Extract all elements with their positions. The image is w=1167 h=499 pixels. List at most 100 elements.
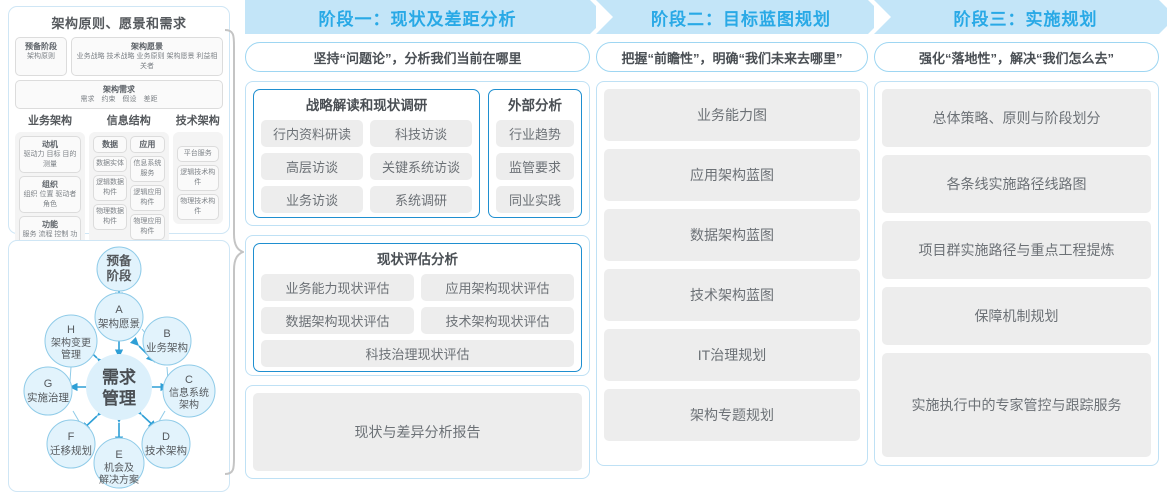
phase-3-subtitle-label: 强化“落地性”，解决“我们怎么去” — [918, 50, 1114, 66]
togaf-box-prelim-sub: 架构原则 — [27, 53, 55, 60]
togaf-column-information-head: 信息结构 — [106, 115, 151, 127]
togaf-cell-motivation-sub: 驱动力 目标 目的 测量 — [23, 151, 77, 168]
item-data-architecture-assessment[interactable]: 数据架构现状评估 — [261, 307, 414, 334]
item-assurance-mechanism-plan[interactable]: 保障机制规划 — [882, 287, 1151, 345]
togaf-domain-columns: 业务架构 动机 驱动力 目标 目的 测量 组织 组织 位置 驱动者 角色 功能 — [15, 114, 223, 257]
assessment-row-3: 科技治理现状评估 — [261, 340, 574, 367]
adm-node-b-key: B — [163, 328, 170, 340]
togaf-cell-application: 应用 — [130, 136, 165, 153]
phase-2-subtitle-label: 把握“前瞻性”，明确“我们未来去哪里” — [621, 50, 843, 66]
item-industry-trend[interactable]: 行业趋势 — [496, 120, 574, 147]
group-strategy-survey: 战略解读和现状调研 行内资料研读 科技访谈 高层访谈 关键系统访谈 业务访谈 系… — [253, 89, 480, 218]
adm-node-e-label-2: 解决方案 — [99, 473, 139, 486]
item-tech-interview[interactable]: 科技访谈 — [370, 120, 472, 147]
item-exec-interview[interactable]: 高层访谈 — [261, 153, 363, 180]
adm-node-c-label-2: 架构 — [179, 398, 199, 411]
adm-node-f-circle — [46, 419, 96, 469]
togaf-box-vision-head: 架构愿景 — [131, 42, 163, 51]
adm-node-c-label-1: 信息系统 — [169, 386, 209, 399]
togaf-column-technology-head: 技术架构 — [175, 115, 220, 127]
item-gap-analysis-report[interactable]: 现状与差异分析报告 — [253, 393, 582, 471]
item-business-capability-assessment[interactable]: 业务能力现状评估 — [261, 274, 414, 301]
adm-node-h-label-1: 架构变更 — [51, 336, 91, 349]
item-peer-practice[interactable]: 同业实践 — [496, 186, 574, 213]
adm-center-line2: 管理 — [102, 388, 136, 408]
togaf-cell-physical-tech: 物理技术构件 — [176, 194, 219, 220]
togaf-box-prelim-head: 预备阶段 — [25, 42, 57, 51]
item-technology-architecture-blueprint[interactable]: 技术架构蓝图 — [604, 269, 860, 321]
togaf-cell-physical-app: 物理应用构件 — [130, 214, 165, 240]
adm-node-d-key: D — [162, 431, 170, 443]
assessment-row-2: 数据架构现状评估 技术架构现状评估 — [261, 307, 574, 334]
phase-1-subtitle: 坚持“问题论”，分析我们当前在哪里 — [245, 42, 590, 72]
togaf-cell-platform-service: 平台服务 — [176, 146, 219, 162]
adm-node-a-circle — [94, 292, 144, 342]
item-line-implementation-roadmap[interactable]: 各条线实施路径线路图 — [882, 155, 1151, 213]
item-technology-architecture-assessment[interactable]: 技术架构现状评估 — [421, 307, 574, 334]
togaf-cell-logical-data: 逻辑数据构件 — [92, 175, 128, 201]
togaf-cell-platform-service-label: 平台服务 — [183, 150, 212, 157]
togaf-cell-application-label: 应用 — [139, 140, 156, 149]
brace-connector-icon — [224, 29, 244, 475]
adm-cycle-card: 预备 阶段 需求 管理 A 架构愿景 B 业务架构 C 信息系统 架构 — [8, 240, 230, 492]
togaf-column-information-body: 数据 数据实体 逻辑数据构件 物理数据构件 — [88, 132, 169, 244]
togaf-cell-logical-app-label: 逻辑应用构件 — [133, 189, 162, 206]
togaf-box-requirements-head: 架构需求 — [103, 85, 135, 94]
phase-1-column: 阶段一：现状及差距分析 坚持“问题论”，分析我们当前在哪里 战略解读和现状调研 … — [245, 0, 607, 479]
togaf-box-requirements-sub: 需求 约束 假设 差距 — [80, 96, 158, 103]
togaf-cell-data-entity: 数据实体 — [92, 156, 128, 172]
group-strategy-survey-row-3: 业务访谈 系统调研 — [261, 186, 472, 213]
togaf-title: 架构原则、愿景和需求 — [51, 16, 187, 31]
togaf-cell-physical-data: 物理数据构件 — [92, 204, 128, 230]
item-key-system-interview[interactable]: 关键系统访谈 — [370, 153, 472, 180]
adm-node-b-label: 业务架构 — [146, 341, 188, 354]
phase-3-items-panel: 总体策略、原则与阶段划分 各条线实施路径线路图 项目群实施路径与重点工程提炼 保… — [874, 81, 1159, 466]
togaf-column-business: 业务架构 动机 驱动力 目标 目的 测量 组织 组织 位置 驱动者 角色 功能 — [15, 114, 85, 257]
togaf-column-technology: 技术架构 平台服务 逻辑技术构件 物理技术构件 — [172, 114, 223, 257]
item-expert-control-tracking-service[interactable]: 实施执行中的专家管控与跟踪服务 — [882, 353, 1151, 457]
phase-2-header: 阶段二：目标蓝图规划 — [596, 0, 885, 34]
togaf-subcolumn-data: 数据 数据实体 逻辑数据构件 物理数据构件 — [92, 136, 128, 240]
togaf-box-prelim: 预备阶段 架构原则 — [15, 37, 67, 76]
item-regulatory-requirement[interactable]: 监管要求 — [496, 153, 574, 180]
adm-node-f-key: F — [68, 431, 75, 443]
item-it-governance-plan[interactable]: IT治理规划 — [604, 329, 860, 381]
phase-3-header-label: 阶段三：实施规划 — [953, 9, 1098, 29]
item-architecture-topic-plan[interactable]: 架构专题规划 — [604, 389, 860, 441]
togaf-column-information: 信息结构 数据 数据实体 逻辑数据构件 — [88, 114, 169, 257]
group-strategy-survey-row-1: 行内资料研读 科技访谈 — [261, 120, 472, 147]
item-application-architecture-blueprint[interactable]: 应用架构蓝图 — [604, 149, 860, 201]
adm-node-prelim-line1: 预备 — [106, 253, 132, 268]
adm-node-h-label-2: 管理 — [61, 348, 81, 361]
phase-1-subtitle-label: 坚持“问题论”，分析我们当前在哪里 — [313, 50, 522, 66]
togaf-cell-data-label: 数据 — [102, 140, 119, 149]
item-system-survey[interactable]: 系统调研 — [370, 186, 472, 213]
phase-1-header-label: 阶段一：现状及差距分析 — [318, 9, 517, 29]
adm-node-a-label: 架构愿景 — [98, 317, 140, 330]
adm-node-g-label: 实施治理 — [27, 391, 69, 404]
phase-2-column: 阶段二：目标蓝图规划 把握“前瞻性”，明确“我们未来去哪里” 业务能力图 应用架… — [596, 0, 885, 466]
togaf-cell-is-service: 信息系统服务 — [130, 156, 165, 182]
item-it-governance-assessment[interactable]: 科技治理现状评估 — [261, 340, 574, 367]
adm-node-e-circle — [93, 437, 145, 489]
group-external-analysis: 外部分析 行业趋势 监管要求 同业实践 — [488, 89, 582, 218]
adm-cycle-diagram: 预备 阶段 需求 管理 A 架构愿景 B 业务架构 C 信息系统 架构 — [23, 246, 216, 489]
togaf-cell-motivation: 动机 驱动力 目标 目的 测量 — [19, 136, 81, 173]
item-business-interview[interactable]: 业务访谈 — [261, 186, 363, 213]
assessment-row-1: 业务能力现状评估 应用架构现状评估 — [261, 274, 574, 301]
item-application-architecture-assessment[interactable]: 应用架构现状评估 — [421, 274, 574, 301]
group-external-analysis-title: 外部分析 — [508, 98, 562, 113]
adm-node-f-label: 迁移规划 — [50, 444, 92, 457]
togaf-column-business-body: 动机 驱动力 目标 目的 测量 组织 组织 位置 驱动者 角色 功能 服务 流程… — [15, 132, 85, 257]
togaf-content-framework-card: 架构原则、愿景和需求 预备阶段 架构原则 架构愿景 业务战略 技术战略 业务原则… — [8, 6, 230, 302]
item-internal-doc-study[interactable]: 行内资料研读 — [261, 120, 363, 147]
item-program-path-key-projects[interactable]: 项目群实施路径与重点工程提炼 — [882, 221, 1151, 279]
adm-center-line1: 需求 — [102, 367, 136, 387]
item-overall-strategy-principles-phasing[interactable]: 总体策略、原则与阶段划分 — [882, 89, 1151, 147]
togaf-column-technology-body: 平台服务 逻辑技术构件 物理技术构件 — [172, 132, 223, 224]
phase-3-column: 阶段三：实施规划 强化“落地性”，解决“我们怎么去” 总体策略、原则与阶段划分 … — [874, 0, 1167, 466]
item-business-capability-map[interactable]: 业务能力图 — [604, 89, 860, 141]
item-data-architecture-blueprint[interactable]: 数据架构蓝图 — [604, 209, 860, 261]
group-strategy-survey-title: 战略解读和现状调研 — [305, 98, 428, 113]
